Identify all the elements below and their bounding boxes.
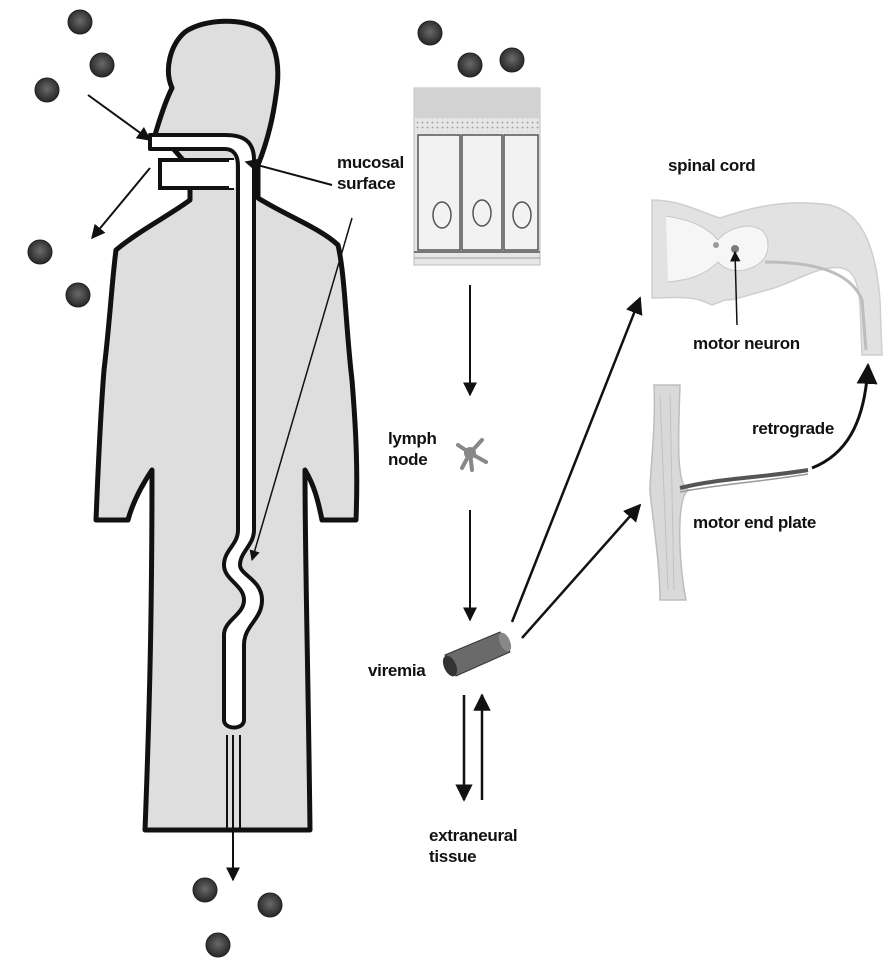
- viremia-particle: [440, 631, 514, 679]
- arrow-to-motor-end-plate: [522, 505, 640, 638]
- virus-particle: [500, 48, 524, 72]
- virus-particle: [458, 53, 482, 77]
- virus-particle: [90, 53, 114, 77]
- label-retrograde: retrograde: [752, 418, 834, 439]
- virus-particle: [28, 240, 52, 264]
- arrow-to-spinal-cord: [512, 298, 640, 622]
- virus-particle: [66, 283, 90, 307]
- virus-particle: [206, 933, 230, 957]
- virus-particle: [418, 21, 442, 45]
- entry-arrow: [88, 95, 150, 140]
- label-motor-neuron: motor neuron: [693, 333, 800, 354]
- exit-arrow: [92, 168, 150, 238]
- label-spinal-cord: spinal cord: [668, 155, 755, 176]
- virus-particle: [193, 878, 217, 902]
- label-mucosal-surface: mucosal surface: [337, 152, 404, 195]
- lymph-node-icon: [458, 440, 486, 470]
- virus-particle: [35, 78, 59, 102]
- mucosal-epithelium: [414, 88, 540, 265]
- label-viremia: viremia: [368, 660, 425, 681]
- virus-particle: [258, 893, 282, 917]
- spinal-cord-section: [652, 200, 882, 355]
- label-extraneural-tissue: extraneural tissue: [429, 825, 517, 868]
- label-motor-end-plate: motor end plate: [693, 512, 816, 533]
- retrograde-arrow: [812, 365, 868, 468]
- virus-particle: [68, 10, 92, 34]
- label-lymph-node: lymph node: [388, 428, 437, 471]
